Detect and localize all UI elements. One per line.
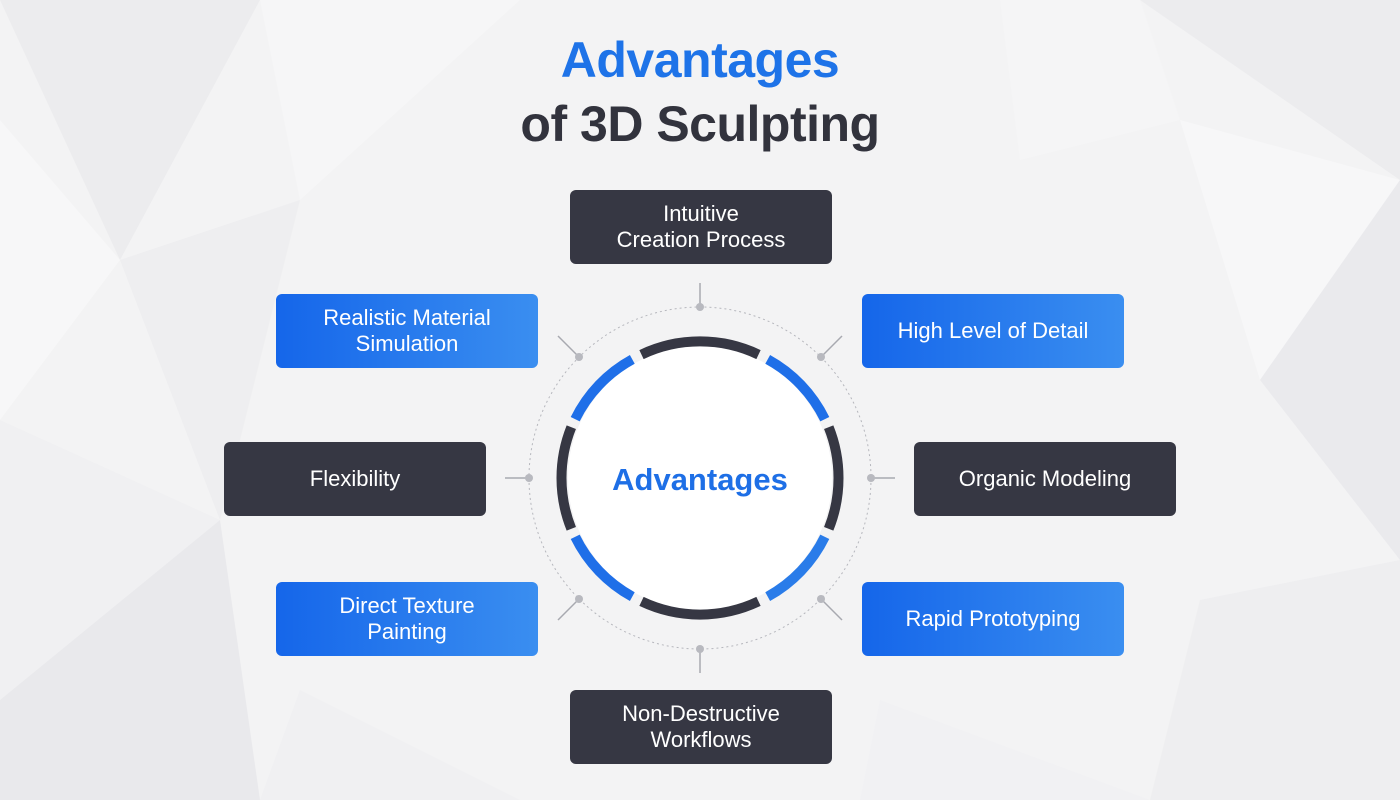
advantage-box-top-left: Realistic Material Simulation (276, 294, 538, 368)
connector-dot-bottom (696, 645, 704, 653)
ring-segment-top (639, 336, 761, 360)
center-disc (568, 346, 832, 610)
page-title-line-2: of 3D Sculpting (520, 96, 880, 152)
connector-top-left (557, 335, 580, 358)
advantage-box-bottom: Non-Destructive Workflows (570, 690, 832, 764)
ring-segment-bottom (639, 596, 761, 620)
ring-segment-left (556, 425, 576, 531)
advantage-box-bottom-right: Rapid Prototyping (862, 582, 1124, 656)
center-label: Advantages (612, 462, 788, 497)
advantage-box-bottom-left: Direct Texture Painting (276, 582, 538, 656)
advantage-box-right: Organic Modeling (914, 442, 1176, 516)
connector-bottom-right (820, 598, 843, 621)
connector-dot-top (696, 303, 704, 311)
ring-segment-bottom-right (765, 534, 830, 601)
connector-dot-right (867, 474, 875, 482)
ring-segment-top-left (570, 355, 635, 422)
connector-dot-bottom-right (817, 595, 825, 603)
ring-segment-top-right (765, 355, 830, 422)
connector-bottom-left (557, 598, 580, 621)
advantage-box-left: Flexibility (224, 442, 486, 516)
connector-dot-bottom-left (575, 595, 583, 603)
connector-dot-top-right (817, 353, 825, 361)
connector-top-right (820, 335, 843, 358)
advantage-box-top: Intuitive Creation Process (570, 190, 832, 264)
connector-dot-left (525, 474, 533, 482)
advantage-box-top-right: High Level of Detail (862, 294, 1124, 368)
ring-segment-bottom-left (570, 534, 635, 601)
connector-dot-top-left (575, 353, 583, 361)
ring-segment-right (824, 425, 844, 531)
page-title-line-1: Advantages (560, 32, 840, 88)
